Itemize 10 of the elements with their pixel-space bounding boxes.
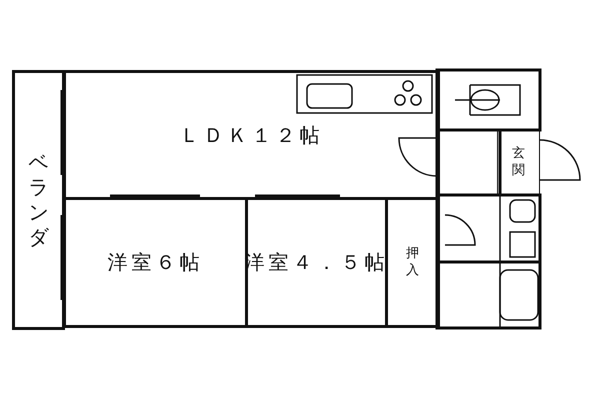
- room-label: ベランダ: [28, 150, 49, 250]
- room-outline: [63, 197, 248, 328]
- room-outline: [63, 70, 440, 200]
- room-label: ＬＤＫ１２帖: [180, 122, 324, 148]
- room-label: 押入: [406, 246, 420, 279]
- room-label: 洋室６帖: [108, 249, 204, 276]
- room-label: 玄関: [512, 146, 526, 179]
- room-outline: [385, 197, 440, 328]
- room-outline: [497, 130, 540, 195]
- room-outline: [12, 70, 65, 330]
